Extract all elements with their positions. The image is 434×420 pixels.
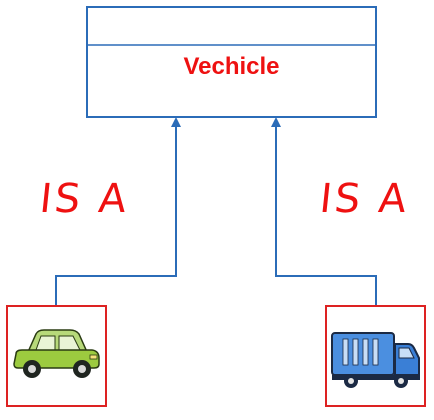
class-box[interactable] bbox=[86, 6, 377, 118]
inheritance-arrow-left bbox=[55, 121, 177, 306]
truck-box[interactable] bbox=[325, 305, 426, 407]
relation-label-right: IS A bbox=[317, 176, 412, 222]
car-box[interactable] bbox=[6, 305, 107, 407]
class-title: Vechicle bbox=[183, 53, 280, 80]
arrowhead-right bbox=[271, 117, 281, 127]
inheritance-arrow-right bbox=[275, 121, 377, 306]
relation-label-left: IS A bbox=[37, 176, 132, 222]
truck-icon bbox=[331, 332, 420, 388]
arrowhead-left bbox=[171, 117, 181, 127]
car-icon bbox=[13, 329, 100, 378]
